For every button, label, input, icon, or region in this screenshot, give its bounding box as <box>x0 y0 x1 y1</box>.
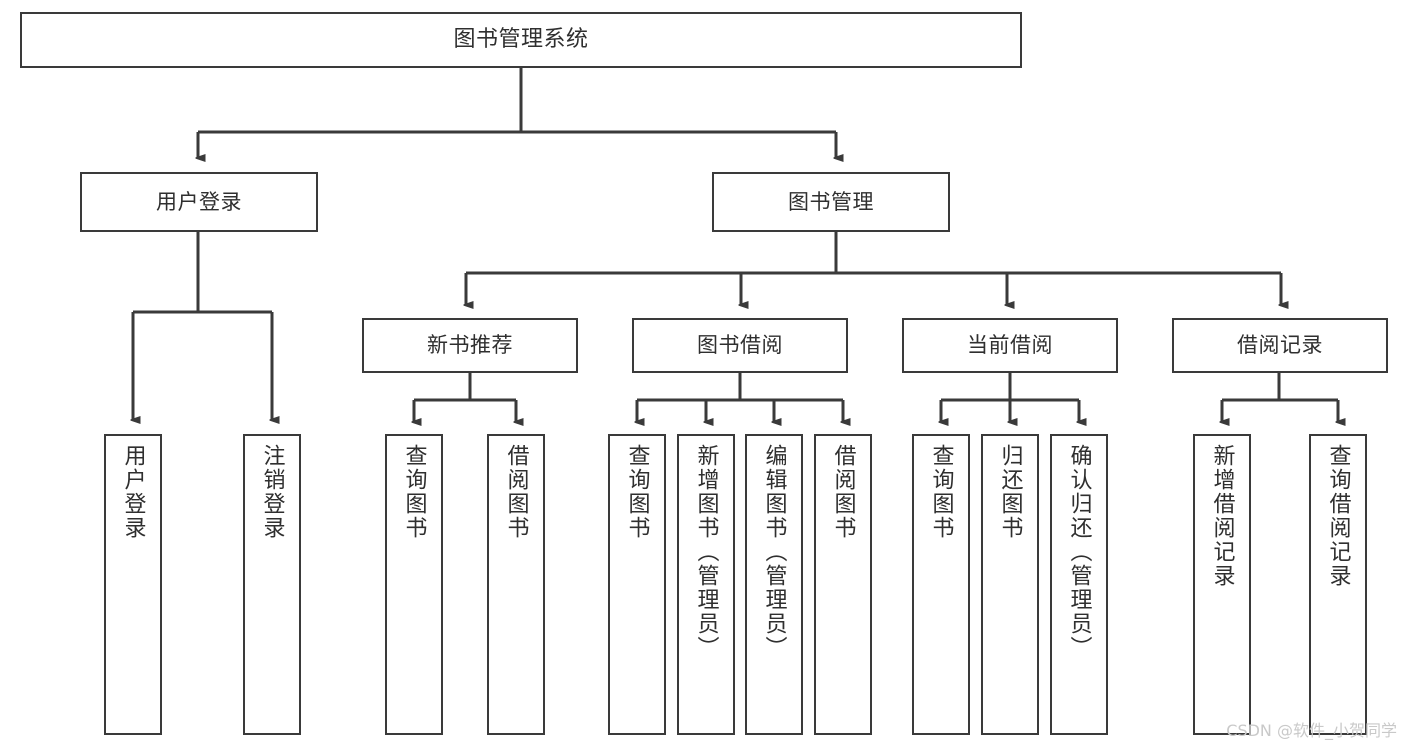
node-book-manage-label: 图书管理 <box>788 189 874 214</box>
node-root[interactable]: 图书管理系统 <box>20 12 1022 68</box>
node-book-borrow-label: 图书借阅 <box>697 333 783 358</box>
node-leaf-edit-book-label: 编辑图书（管理员） <box>761 444 787 660</box>
watermark: CSDN @软件_小贺同学 <box>1226 721 1397 740</box>
node-leaf-query-book-1[interactable]: 查询图书 <box>385 434 443 735</box>
node-leaf-add-book[interactable]: 新增图书（管理员） <box>677 434 735 735</box>
node-new-book-rec-label: 新书推荐 <box>427 333 513 358</box>
node-leaf-logout[interactable]: 注销登录 <box>243 434 301 735</box>
node-leaf-query-book-1-label: 查询图书 <box>401 444 427 540</box>
node-current-borrow[interactable]: 当前借阅 <box>902 318 1118 373</box>
node-leaf-query-record-label: 查询借阅记录 <box>1325 444 1351 588</box>
node-leaf-confirm-return[interactable]: 确认归还（管理员） <box>1050 434 1108 735</box>
node-leaf-query-record[interactable]: 查询借阅记录 <box>1309 434 1367 735</box>
node-leaf-confirm-return-label: 确认归还（管理员） <box>1066 444 1092 660</box>
node-leaf-borrow-book-2[interactable]: 借阅图书 <box>814 434 872 735</box>
node-leaf-query-book-3[interactable]: 查询图书 <box>912 434 970 735</box>
node-leaf-user-login-label: 用户登录 <box>120 444 146 540</box>
node-borrow-record[interactable]: 借阅记录 <box>1172 318 1388 373</box>
node-leaf-return-book-label: 归还图书 <box>997 444 1023 540</box>
node-user-login-label: 用户登录 <box>156 189 242 214</box>
node-leaf-borrow-book-1-label: 借阅图书 <box>503 444 529 540</box>
node-leaf-query-book-2-label: 查询图书 <box>624 444 650 540</box>
node-new-book-rec[interactable]: 新书推荐 <box>362 318 578 373</box>
node-book-manage[interactable]: 图书管理 <box>712 172 950 232</box>
node-borrow-record-label: 借阅记录 <box>1237 333 1323 358</box>
node-leaf-user-login[interactable]: 用户登录 <box>104 434 162 735</box>
node-root-label: 图书管理系统 <box>453 27 589 53</box>
node-leaf-add-record-label: 新增借阅记录 <box>1209 444 1235 588</box>
node-leaf-borrow-book-2-label: 借阅图书 <box>830 444 856 540</box>
node-leaf-query-book-3-label: 查询图书 <box>928 444 954 540</box>
node-leaf-add-book-label: 新增图书（管理员） <box>693 444 719 660</box>
node-leaf-borrow-book-1[interactable]: 借阅图书 <box>487 434 545 735</box>
node-book-borrow[interactable]: 图书借阅 <box>632 318 848 373</box>
node-user-login[interactable]: 用户登录 <box>80 172 318 232</box>
node-leaf-logout-label: 注销登录 <box>259 444 285 540</box>
node-leaf-edit-book[interactable]: 编辑图书（管理员） <box>745 434 803 735</box>
node-leaf-query-book-2[interactable]: 查询图书 <box>608 434 666 735</box>
node-current-borrow-label: 当前借阅 <box>967 333 1053 358</box>
node-leaf-add-record[interactable]: 新增借阅记录 <box>1193 434 1251 735</box>
node-leaf-return-book[interactable]: 归还图书 <box>981 434 1039 735</box>
